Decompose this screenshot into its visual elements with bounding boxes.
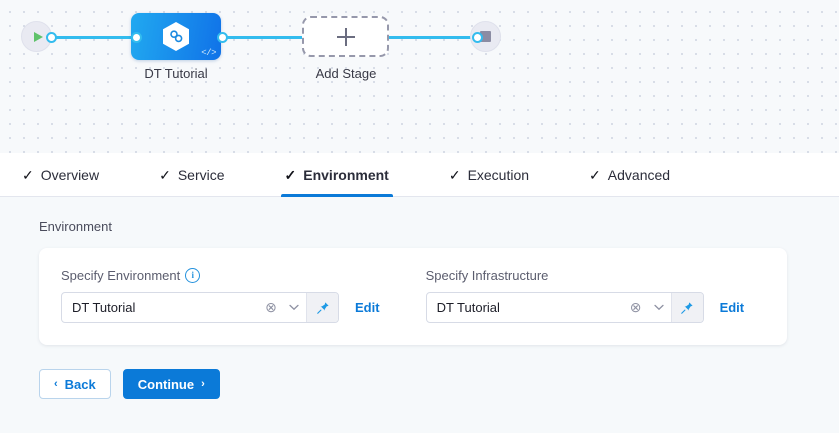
specify-infrastructure-row: DT Tutorial ⊗ xyxy=(425,292,745,323)
continue-button-label: Continue xyxy=(137,376,195,392)
clear-icon[interactable]: ⊗ xyxy=(265,299,277,315)
stage-node-output-port[interactable] xyxy=(217,32,228,43)
stage-node-dt-tutorial[interactable]: </> xyxy=(131,13,221,60)
pin-icon[interactable] xyxy=(670,293,703,322)
edit-environment-link[interactable]: Edit xyxy=(355,300,380,315)
wizard-footer: ‹ Back Continue › xyxy=(39,369,839,399)
tab-environment-label: Environment xyxy=(303,166,389,183)
pipeline-canvas[interactable]: </> DT Tutorial Add Stage xyxy=(0,0,839,153)
chevron-down-icon[interactable] xyxy=(282,293,306,322)
environment-card: Specify Environment i DT Tutorial ⊗ xyxy=(39,248,787,345)
specify-infrastructure-label: Specify Infrastructure xyxy=(425,268,549,283)
stage-node-label: DT Tutorial xyxy=(144,66,208,81)
section-title: Environment xyxy=(39,219,112,234)
edit-infrastructure-link[interactable]: Edit xyxy=(719,300,745,315)
tab-service[interactable]: ✓ Service xyxy=(155,153,228,196)
specify-infrastructure-group: Specify Infrastructure DT Tutorial ⊗ xyxy=(425,268,745,323)
chevron-left-icon: ‹ xyxy=(54,378,58,390)
check-icon: ✓ xyxy=(22,166,34,183)
specify-environment-row: DT Tutorial ⊗ xyxy=(61,292,380,323)
environment-panel: Environment Specify Environment i DT Tut… xyxy=(0,197,839,433)
add-stage-label: Add Stage xyxy=(315,66,377,81)
stop-icon xyxy=(480,31,491,42)
tab-service-label: Service xyxy=(177,166,225,183)
check-icon: ✓ xyxy=(448,166,461,183)
specify-environment-group: Specify Environment i DT Tutorial ⊗ xyxy=(61,268,380,323)
continue-button[interactable]: Continue › xyxy=(122,369,220,399)
back-button-label: Back xyxy=(64,376,96,392)
environment-select[interactable]: DT Tutorial ⊗ xyxy=(61,292,339,323)
add-stage-button[interactable] xyxy=(302,16,389,57)
tab-overview[interactable]: ✓ Overview xyxy=(18,153,103,196)
specify-environment-label-row: Specify Environment i xyxy=(61,268,380,283)
chevron-down-icon[interactable] xyxy=(647,293,671,322)
tab-advanced[interactable]: ✓ Advanced xyxy=(585,153,674,196)
specify-environment-label: Specify Environment xyxy=(61,268,181,283)
infrastructure-select-value[interactable]: DT Tutorial xyxy=(436,300,500,315)
connector-stage-to-addstage xyxy=(222,36,304,39)
tab-execution-label: Execution xyxy=(467,166,530,183)
check-icon: ✓ xyxy=(284,166,297,183)
chevron-right-icon: › xyxy=(201,378,205,390)
check-icon: ✓ xyxy=(589,166,601,183)
start-node-output-port[interactable] xyxy=(46,32,57,43)
info-icon[interactable]: i xyxy=(185,268,201,283)
harness-hexagon-icon xyxy=(163,22,189,51)
tab-advanced-label: Advanced xyxy=(607,166,671,183)
pipeline-start-node[interactable] xyxy=(21,21,52,52)
end-node-input-port[interactable] xyxy=(472,32,483,43)
tab-environment[interactable]: ✓ Environment xyxy=(280,153,394,197)
connector-start-to-stage xyxy=(42,36,140,39)
environment-select-value[interactable]: DT Tutorial xyxy=(72,300,136,315)
connector-addstage-to-end xyxy=(388,36,478,39)
stage-node-input-port[interactable] xyxy=(131,32,142,43)
clear-icon[interactable]: ⊗ xyxy=(629,299,642,315)
play-icon xyxy=(33,31,43,42)
tab-execution[interactable]: ✓ Execution xyxy=(445,153,533,196)
specify-infrastructure-label-row: Specify Infrastructure xyxy=(426,268,745,283)
code-badge-icon: </> xyxy=(201,48,216,58)
pin-icon[interactable] xyxy=(306,293,338,322)
check-icon: ✓ xyxy=(159,166,171,183)
tab-overview-label: Overview xyxy=(40,166,100,183)
plus-icon xyxy=(336,27,355,46)
stage-tab-bar: ✓ Overview ✓ Service ✓ Environment ✓ Exe… xyxy=(0,153,839,197)
infrastructure-select[interactable]: DT Tutorial ⊗ xyxy=(425,292,704,323)
back-button[interactable]: ‹ Back xyxy=(39,369,111,399)
